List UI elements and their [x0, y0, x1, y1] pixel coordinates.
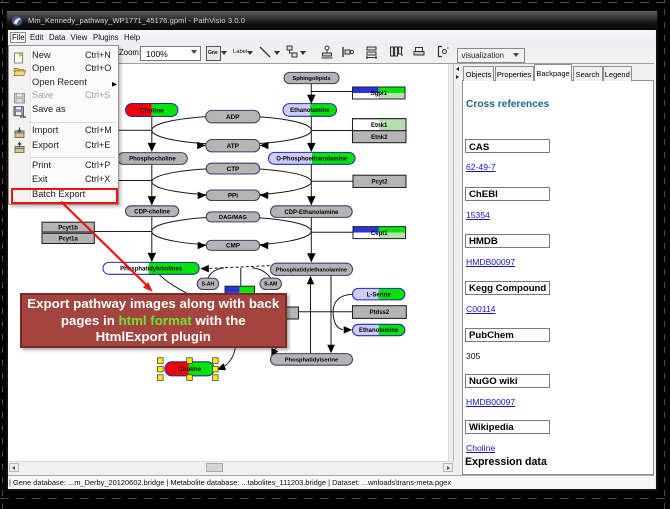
svg-text:CDP-Ethanolamine: CDP-Ethanolamine [284, 210, 339, 216]
svg-text:CDP-choline: CDP-choline [134, 209, 170, 215]
svg-text:Pcyt2: Pcyt2 [371, 180, 388, 186]
svg-text:Pcyt1b: Pcyt1b [58, 225, 78, 231]
svg-text:Cept1: Cept1 [371, 231, 388, 237]
svg-text:CMP: CMP [226, 243, 240, 250]
svg-text:Phosphatidylserine: Phosphatidylserine [285, 357, 339, 363]
svg-text:Ethanolamine: Ethanolamine [290, 108, 330, 114]
svg-text:Phosphatidylcholines: Phosphatidylcholines [120, 267, 183, 273]
svg-text:ATP: ATP [227, 143, 240, 150]
svg-text:O-Phosphoethanolamine: O-Phosphoethanolamine [276, 157, 348, 163]
svg-text:Pcyt1a: Pcyt1a [58, 237, 78, 243]
svg-text:ADP: ADP [226, 114, 240, 121]
svg-text:Sphingolipids: Sphingolipids [292, 76, 330, 82]
svg-text:Ptdss2: Ptdss2 [370, 310, 390, 316]
svg-text:PPi: PPi [228, 193, 238, 200]
svg-text:Ethanolamine: Ethanolamine [359, 328, 399, 334]
svg-text:S-AH: S-AH [202, 282, 215, 288]
svg-text:Choline: Choline [140, 107, 165, 114]
svg-text:Phosphatidylethanolamine: Phosphatidylethanolamine [276, 267, 347, 273]
svg-text:Etnk1: Etnk1 [371, 123, 388, 129]
svg-text:CTP: CTP [227, 166, 240, 173]
svg-text:DAG/MAG: DAG/MAG [219, 215, 248, 221]
svg-text:L-Serine: L-Serine [367, 292, 392, 298]
svg-text:Phosphocholine: Phosphocholine [129, 157, 176, 163]
svg-text:Sgpl1: Sgpl1 [371, 91, 388, 97]
svg-text:Etnk2: Etnk2 [371, 135, 388, 141]
svg-text:S-AM: S-AM [264, 282, 277, 288]
svg-text:Choline: Choline [178, 366, 202, 373]
